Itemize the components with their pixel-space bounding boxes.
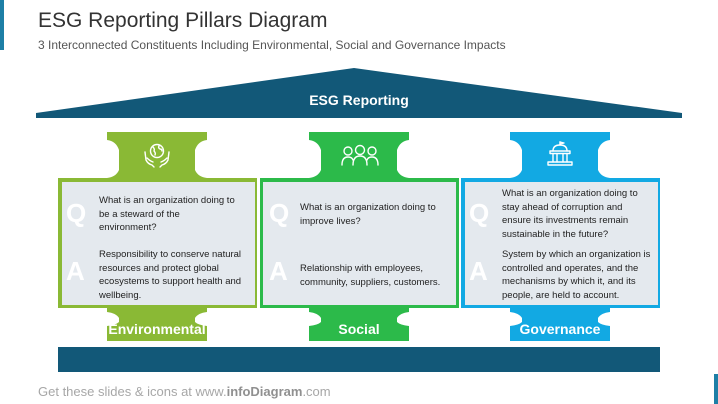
governance-question: What is an organization doing to stay ah… <box>502 188 638 240</box>
left-edge-accent <box>0 0 4 50</box>
governance-answer: System by which an organization is contr… <box>502 249 651 301</box>
roof-label: ESG Reporting <box>309 92 409 108</box>
globe-in-hands-icon <box>144 143 170 168</box>
right-edge-accent <box>714 374 718 404</box>
panel-governance <box>465 182 658 305</box>
question-letter: Q <box>469 198 490 228</box>
social-question: What is an organization doing to improve… <box>300 202 436 227</box>
question-letter: Q <box>66 198 87 228</box>
footer-brand: infoDiagram <box>226 384 303 399</box>
government-building-icon <box>547 141 573 166</box>
page-title: ESG Reporting Pillars Diagram <box>38 9 328 32</box>
panel-social <box>263 182 456 305</box>
footer-credit: Get these slides & icons at www.infoDiag… <box>38 384 331 399</box>
footer-prefix: Get these slides & icons at www. <box>38 384 227 399</box>
answer-letter: A <box>269 256 288 286</box>
people-group-icon <box>341 144 379 166</box>
social-answer: Relationship with employees, community, … <box>300 263 441 288</box>
question-letter: Q <box>269 198 290 228</box>
panel-environmental <box>62 182 255 305</box>
footer-suffix: .com <box>302 384 331 399</box>
pillar-label-environmental: Environmental <box>108 321 206 337</box>
page-subtitle: 3 Interconnected Constituents Including … <box>38 38 506 52</box>
pillar-label-social: Social <box>338 321 380 337</box>
answer-letter: A <box>66 256 85 286</box>
foundation-base <box>58 347 660 372</box>
environmental-answer: Responsibility to conserve natural resou… <box>99 249 242 301</box>
roof-shape <box>36 68 682 118</box>
answer-letter: A <box>469 256 488 286</box>
environmental-question: What is an organization doing to be a st… <box>99 195 235 233</box>
pillar-label-governance: Governance <box>519 321 601 337</box>
